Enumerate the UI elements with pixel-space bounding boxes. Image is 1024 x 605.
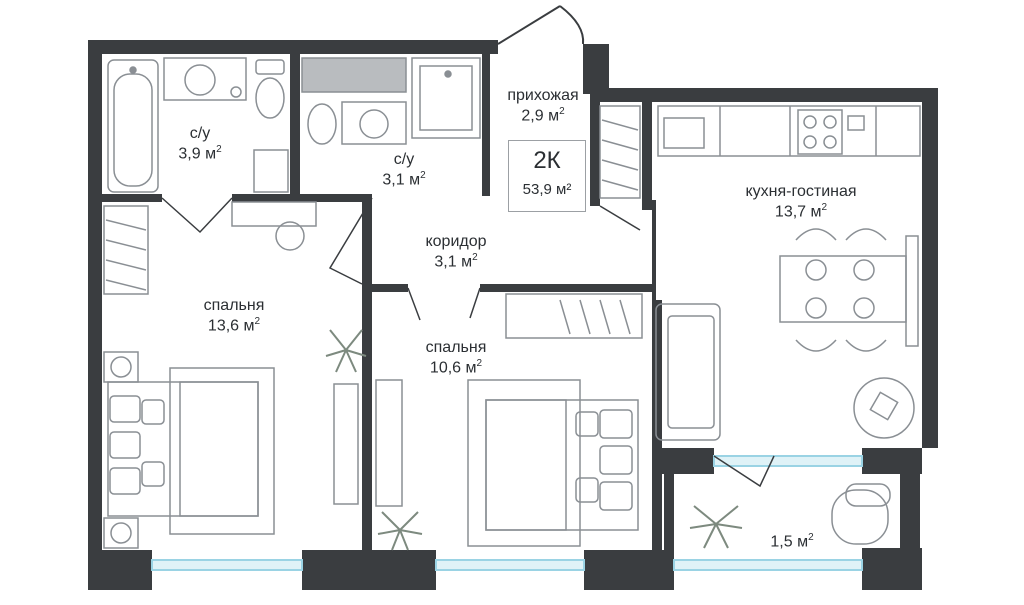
room-label-balcony: 1,5 м2 <box>770 532 814 551</box>
interior-doors <box>161 197 775 488</box>
bathtub <box>107 59 159 193</box>
sink-1 <box>163 57 247 101</box>
coffee-table <box>853 377 915 439</box>
walls <box>88 40 938 590</box>
room-label-bath2: с/у 3,1 м2 <box>382 151 426 189</box>
room-label-hall: прихожая 2,9 м2 <box>507 87 579 125</box>
armchair <box>831 483 891 545</box>
room-label-bath1: с/у 3,9 м2 <box>178 125 222 163</box>
washer-1 <box>253 149 289 193</box>
plants <box>325 329 743 551</box>
apartment-type: 2К <box>533 147 561 174</box>
room-label-bedroom2: спальня 10,6 м2 <box>425 339 487 377</box>
corridor-cabinet <box>231 201 317 251</box>
bed-1 <box>103 351 275 549</box>
room-label-bedroom1: спальня 13,6 м2 <box>203 297 265 335</box>
room-label-corridor: коридор 3,1 м2 <box>425 233 487 271</box>
wardrobes <box>103 105 643 507</box>
sofa <box>655 303 721 441</box>
bath2-furniture <box>301 57 481 145</box>
entry-door <box>497 5 585 45</box>
bed-2 <box>467 379 639 547</box>
room-label-kitchen: кухня-гостиная 13,7 м2 <box>745 183 857 221</box>
total-area: 53,9 м² <box>522 181 572 198</box>
dining-table <box>779 228 919 352</box>
apartment-summary: 2К 53,9 м² <box>508 140 586 212</box>
toilet-1 <box>255 59 285 119</box>
windows <box>151 455 863 571</box>
kitchen-furniture <box>657 105 921 157</box>
